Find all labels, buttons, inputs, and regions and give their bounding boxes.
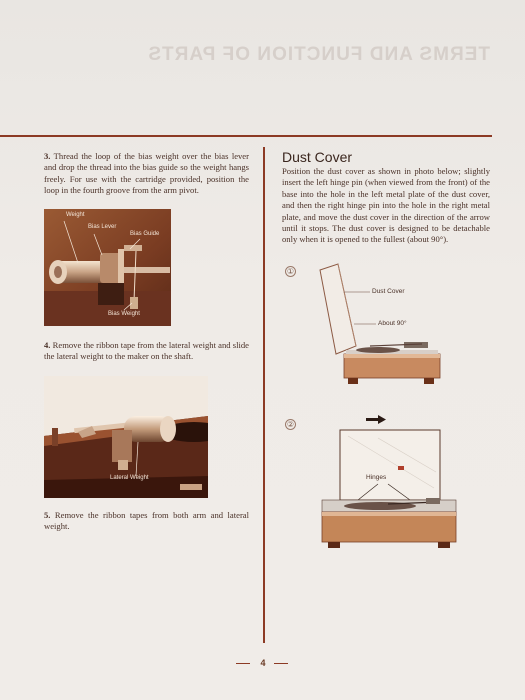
dust-cover-heading: Dust Cover xyxy=(282,149,353,165)
step-3-text: Thread the loop of the bias weight over … xyxy=(44,151,249,196)
label-hinges: Hinges xyxy=(366,474,387,481)
bleed-through-heading: TERMS AND FUNCTION OF PARTS xyxy=(147,44,490,65)
figure-2-number: ② xyxy=(285,419,296,430)
page-number: 4 xyxy=(260,658,266,668)
step-4-text: Remove the ribbon tape from the lateral … xyxy=(44,340,249,362)
bias-weight-photo: Weight Bias Lever Bias Guide Bias Weight xyxy=(44,209,171,326)
label-bias-lever: Bias Lever xyxy=(88,224,117,230)
label-bias-guide: Bias Guide xyxy=(130,231,160,237)
label-lateral-weight: Lateral Weight xyxy=(110,475,149,481)
figure-1-number: ① xyxy=(285,266,296,277)
bias-weight-photo-graphic xyxy=(44,209,171,326)
dust-cover-open-graphic xyxy=(319,263,441,384)
step-3-number: 3. xyxy=(44,151,51,161)
label-about-90: About 90° xyxy=(378,320,407,327)
page-number-dash-right xyxy=(274,663,288,664)
step-5-paragraph: 5. Remove the ribbon tapes from both arm… xyxy=(44,510,249,533)
dust-cover-hinge-graphic xyxy=(321,415,457,548)
step-4-paragraph: 4. Remove the ribbon tape from the later… xyxy=(44,340,249,363)
page-number-dash-left xyxy=(236,663,250,664)
top-divider-rule xyxy=(0,135,492,137)
step-3-paragraph: 3. Thread the loop of the bias weight ov… xyxy=(44,151,249,197)
dust-cover-paragraph: Position the dust cover as shown in phot… xyxy=(282,166,490,245)
step-4-number: 4. xyxy=(44,340,51,350)
step-5-number: 5. xyxy=(44,510,51,520)
dust-cover-open-diagram: Dust Cover About 90° xyxy=(318,262,442,386)
label-dust-cover: Dust Cover xyxy=(372,288,405,295)
column-divider-rule xyxy=(263,147,265,643)
dust-cover-hinge-diagram: Hinges xyxy=(318,414,460,552)
step-5-text: Remove the ribbon tapes from both arm an… xyxy=(44,510,250,532)
lateral-weight-photo: Lateral Weight xyxy=(44,376,208,498)
label-bias-weight: Bias Weight xyxy=(108,311,140,317)
lateral-weight-photo-graphic xyxy=(44,376,208,498)
label-weight: Weight xyxy=(66,212,85,218)
